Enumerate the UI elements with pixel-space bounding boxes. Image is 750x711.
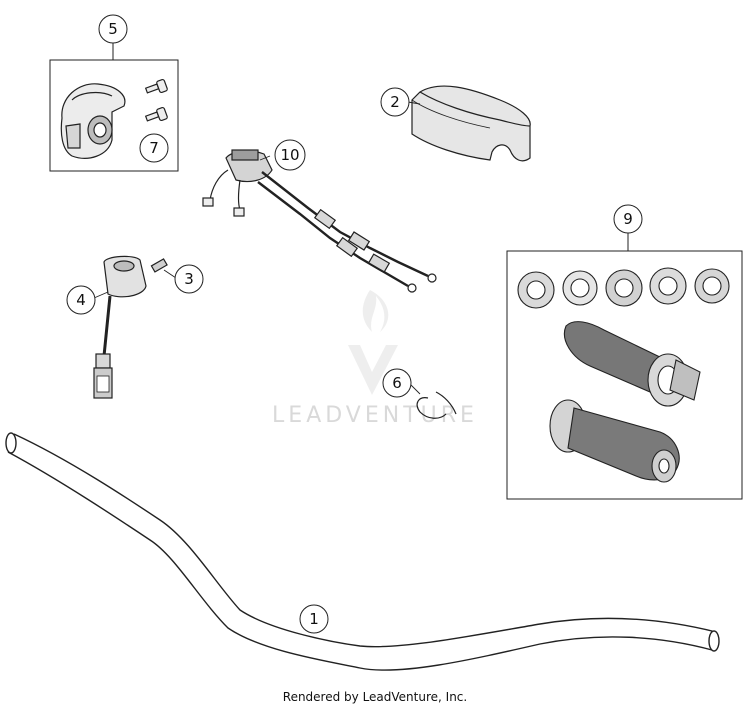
handlebar-pad-part: [411, 85, 531, 162]
callout-6-label: 6: [392, 374, 402, 392]
callout-1-label: 1: [309, 610, 319, 628]
callout-7-label: 7: [149, 139, 159, 157]
callout-2: 2: [380, 87, 410, 117]
callout-9-label: 9: [623, 210, 633, 228]
callout-7: 7: [139, 133, 169, 163]
callout-3-label: 3: [184, 270, 194, 288]
grip-upper: [564, 321, 701, 407]
throttle-cables-part: [202, 149, 437, 293]
watermark: LEADVENTURE: [272, 290, 478, 428]
callout-5-label: 5: [108, 20, 118, 38]
callout-2-label: 2: [390, 93, 400, 111]
footer-credit: Rendered by LeadVenture, Inc.: [282, 690, 468, 704]
small-screw-part: [150, 258, 168, 273]
callout-6: 6: [382, 368, 412, 398]
callout-5: 5: [98, 14, 128, 44]
handlebar-part: [5, 432, 720, 671]
cable-tie-part: [416, 391, 457, 419]
callout-1: 1: [299, 604, 329, 634]
callout-4-label: 4: [76, 291, 86, 309]
kit-box-9: [506, 250, 743, 500]
watermark-logo-icon: [348, 290, 398, 395]
callout-10-label: 10: [280, 146, 299, 164]
kill-switch-part: [93, 255, 147, 399]
switch-housing-part: [60, 83, 126, 159]
leader-lines: [93, 101, 421, 395]
callout-4: 4: [66, 285, 96, 315]
callout-9: 9: [613, 204, 643, 234]
callout-3: 3: [174, 264, 204, 294]
kit-box-5: [49, 59, 179, 172]
grip-kit-part: [517, 267, 730, 483]
watermark-text: LEADVENTURE: [272, 403, 478, 428]
grip-lower: [549, 399, 680, 483]
throttle-cams: [517, 267, 730, 309]
callout-10: 10: [274, 139, 306, 171]
screws-part: [144, 78, 168, 122]
